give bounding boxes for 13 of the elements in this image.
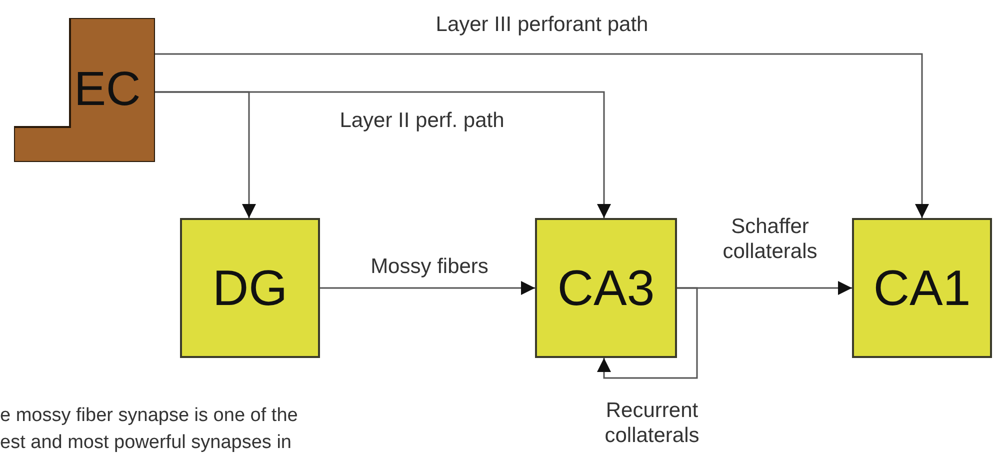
arrow: [155, 91, 256, 218]
region-label: DG: [212, 263, 288, 313]
region-box: [180, 218, 320, 358]
region-box: [14, 18, 155, 162]
region-box: [535, 218, 677, 358]
region-box: [852, 218, 992, 358]
region-label: CA1: [873, 263, 971, 313]
arrow: [597, 287, 698, 379]
arrow: [155, 53, 929, 218]
arrow: [320, 281, 535, 295]
note-text: e mossy fiber synapse is one of the est and most powerful synapses in: [0, 404, 299, 455]
region-label: EC: [74, 66, 141, 114]
region-label: CA3: [557, 263, 655, 313]
